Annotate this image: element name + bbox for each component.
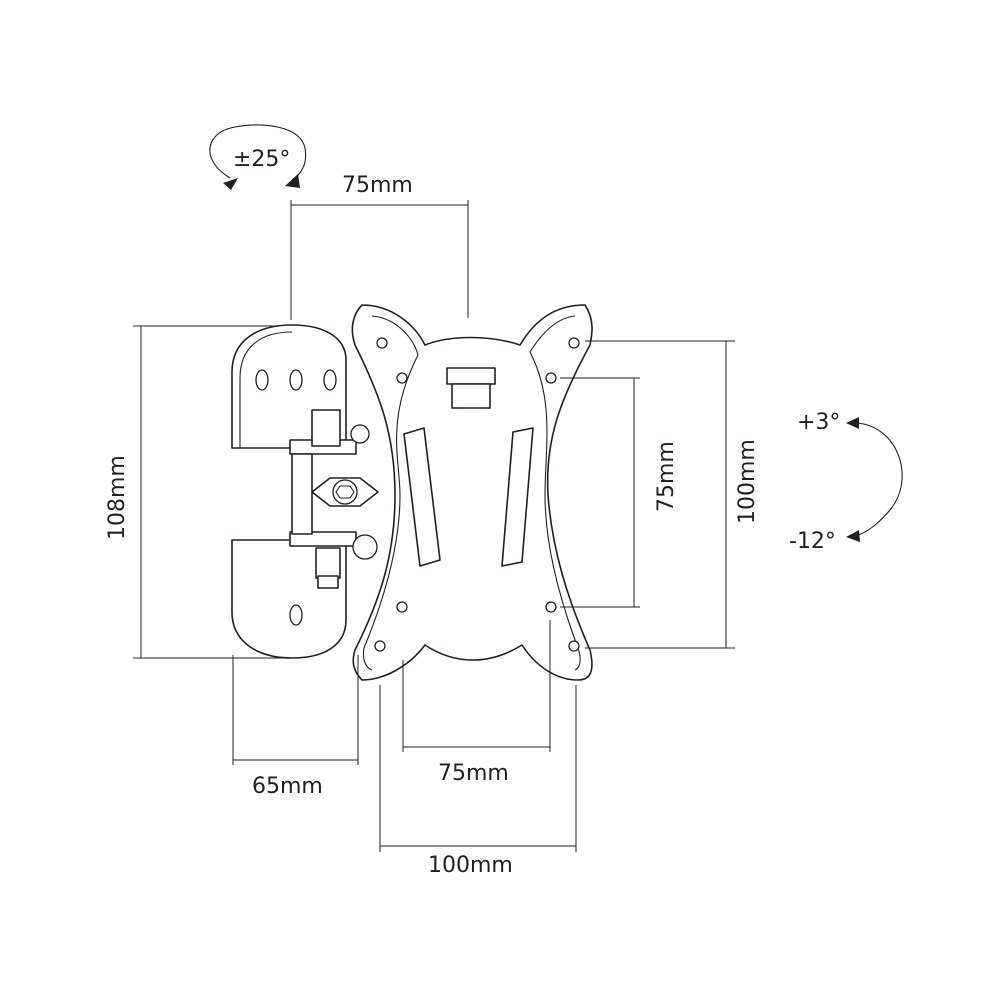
vesa-height-100-dimension: 100mm <box>585 340 760 649</box>
wall-hole <box>289 604 303 626</box>
overall-height-dimension: 108mm <box>105 325 295 659</box>
wall-hole <box>323 369 337 391</box>
depth-dimension: 65mm <box>232 655 359 799</box>
wall-hole <box>255 369 269 391</box>
tilt-indicator: +3° -12° <box>789 410 903 554</box>
swivel-angle-label: ±25° <box>233 147 290 172</box>
vesa-hole <box>376 337 388 349</box>
swivel-indicator: ±25° <box>209 124 307 190</box>
overall-height-label: 108mm <box>105 455 130 540</box>
vesa-hole <box>396 601 408 613</box>
swivel-arrow-icon <box>209 124 307 190</box>
vesa-hole <box>374 640 386 652</box>
wall-plate <box>231 324 379 659</box>
vesa-height-75-label: 75mm <box>654 441 679 512</box>
vesa-width-75-label: 75mm <box>438 761 509 786</box>
tilt-down-label: -12° <box>789 529 836 554</box>
vesa-hole <box>568 337 580 349</box>
vesa-hole <box>545 601 557 613</box>
tilt-up-label: +3° <box>797 410 840 435</box>
depth-label: 65mm <box>252 774 323 799</box>
vesa-width-100-dimension: 100mm <box>379 685 577 878</box>
vesa-height-75-dimension: 75mm <box>560 377 679 608</box>
vesa-width-75-dimension: 75mm <box>402 620 551 786</box>
vesa-width-100-label: 100mm <box>428 853 513 878</box>
top-width-dimension: 75mm <box>290 173 469 320</box>
tilt-arrow-icon <box>846 417 903 542</box>
vesa-hole <box>568 640 580 652</box>
vesa-hole <box>545 372 557 384</box>
vesa-hole <box>396 372 408 384</box>
wall-hole <box>289 369 303 391</box>
top-width-label: 75mm <box>342 173 413 198</box>
vesa-plate <box>351 304 593 681</box>
vesa-height-100-label: 100mm <box>735 439 760 524</box>
